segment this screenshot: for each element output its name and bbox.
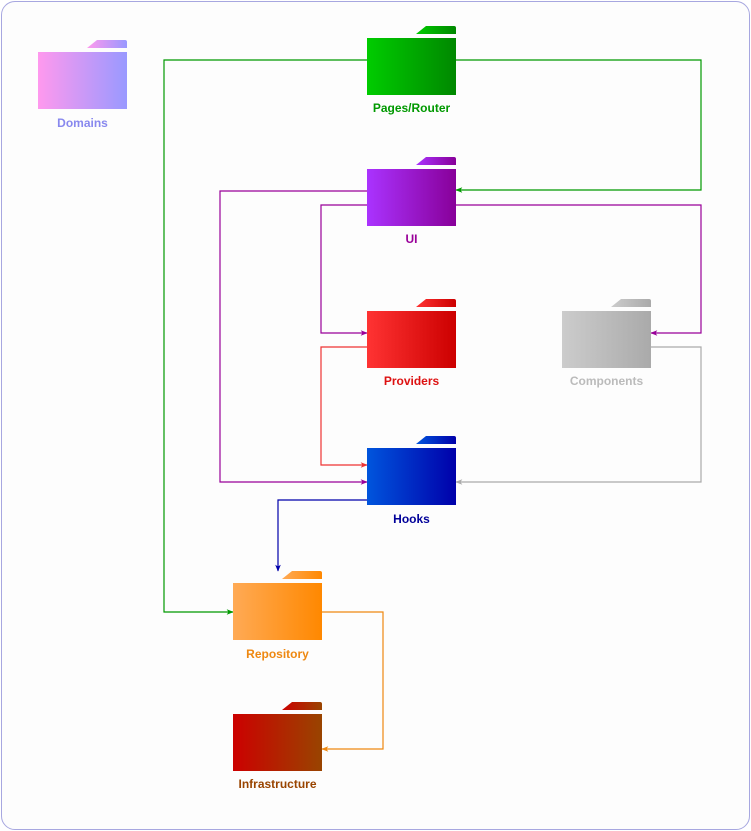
- folder-hooks[interactable]: Hooks: [367, 436, 456, 526]
- connector-components-to-hooks: [455, 346, 702, 485]
- folder-tab-pages: [416, 26, 456, 34]
- connector-pages-to-ui: [455, 59, 702, 193]
- folder-icon-providers: [367, 311, 456, 368]
- connector-hooks-to-repository: [275, 499, 367, 572]
- folder-label-providers: Providers: [384, 374, 440, 388]
- folder-icon-components: [562, 311, 651, 368]
- folder-label-components: Components: [570, 374, 644, 388]
- folder-label-hooks: Hooks: [393, 512, 430, 526]
- folder-label-pages: Pages/Router: [373, 101, 451, 115]
- folder-infrastructure[interactable]: Infrastructure: [233, 702, 322, 791]
- connector-ui-to-providers: [320, 204, 368, 336]
- folder-tab-repository: [282, 571, 322, 579]
- folder-tab-domains: [87, 40, 127, 48]
- folder-label-domains: Domains: [57, 116, 108, 130]
- folder-icon-domains: [38, 52, 127, 109]
- connector-ui-to-hooks: [219, 190, 368, 485]
- connector-repository-to-infrastructure: [321, 611, 384, 752]
- folder-tab-providers: [416, 299, 456, 307]
- folder-icon-hooks: [367, 448, 456, 505]
- folder-label-ui: UI: [406, 232, 418, 246]
- folder-icon-repository: [233, 583, 322, 640]
- connectors: [163, 59, 702, 752]
- connector-providers-to-hooks: [320, 346, 368, 468]
- folder-providers[interactable]: Providers: [367, 299, 456, 388]
- connector-ui-to-components: [456, 204, 702, 336]
- folder-icon-infrastructure: [233, 714, 322, 771]
- folder-pages[interactable]: Pages/Router: [367, 26, 456, 115]
- folder-icon-pages: [367, 38, 456, 95]
- folder-repository[interactable]: Repository: [233, 571, 322, 661]
- folder-icon-ui: [367, 169, 456, 226]
- folder-tab-hooks: [416, 436, 456, 444]
- folder-tab-ui: [416, 157, 456, 165]
- folder-tab-infrastructure: [282, 702, 322, 710]
- folder-components[interactable]: Components: [562, 299, 651, 388]
- folder-tab-components: [611, 299, 651, 307]
- folder-ui[interactable]: UI: [367, 157, 456, 246]
- folder-label-repository: Repository: [246, 647, 309, 661]
- folder-domains[interactable]: Domains: [38, 40, 127, 130]
- connector-pages-to-repository: [163, 59, 367, 615]
- folder-label-infrastructure: Infrastructure: [238, 777, 316, 791]
